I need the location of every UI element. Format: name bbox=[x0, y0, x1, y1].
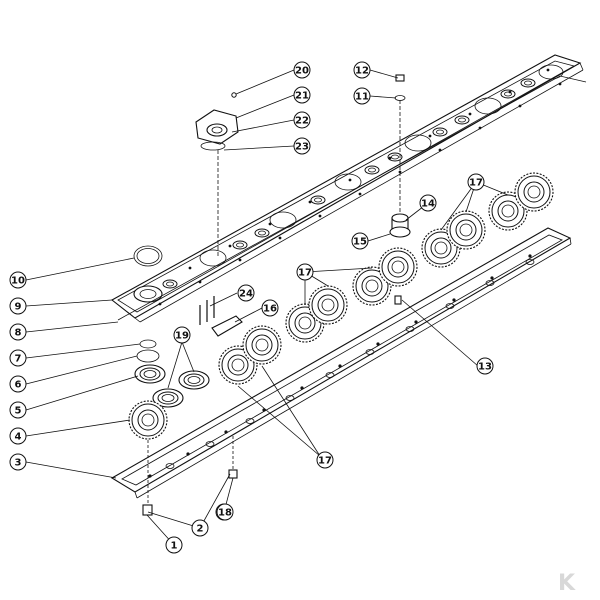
callout-17-bottom: 17 bbox=[316, 451, 334, 469]
gear-train bbox=[128, 172, 554, 440]
callout-17-mid: 17 bbox=[296, 263, 314, 281]
callout-10: 10 bbox=[9, 271, 27, 289]
svg-text:19: 19 bbox=[175, 331, 189, 342]
svg-text:15: 15 bbox=[353, 237, 367, 248]
callout-7: 7 bbox=[9, 349, 27, 367]
svg-text:22: 22 bbox=[295, 116, 309, 127]
brand-logo: K bbox=[558, 571, 576, 596]
callout-5: 5 bbox=[9, 401, 27, 419]
svg-text:11: 11 bbox=[355, 92, 369, 103]
svg-text:12: 12 bbox=[355, 66, 369, 77]
svg-text:17: 17 bbox=[469, 178, 483, 189]
callout-2: 2 bbox=[191, 519, 209, 537]
callout-23: 23 bbox=[293, 137, 311, 155]
svg-text:K: K bbox=[558, 571, 576, 596]
svg-text:14: 14 bbox=[421, 199, 435, 210]
svg-text:17: 17 bbox=[318, 456, 332, 467]
callout-9: 9 bbox=[9, 297, 27, 315]
top-unit bbox=[195, 92, 239, 258]
callout-6: 6 bbox=[9, 375, 27, 393]
svg-text:4: 4 bbox=[15, 432, 22, 443]
bottom-fasteners bbox=[142, 436, 238, 516]
svg-text:5: 5 bbox=[15, 406, 22, 417]
callout-18-visible: 18 bbox=[216, 503, 234, 521]
callout-22: 22 bbox=[293, 111, 311, 129]
callout-16: 16 bbox=[261, 299, 279, 317]
svg-text:6: 6 bbox=[15, 380, 22, 391]
svg-text:3: 3 bbox=[15, 458, 22, 469]
svg-text:24: 24 bbox=[239, 289, 253, 300]
svg-text:8: 8 bbox=[15, 328, 22, 339]
svg-text:17: 17 bbox=[298, 268, 312, 279]
svg-text:7: 7 bbox=[15, 354, 22, 365]
shaft-assembly bbox=[389, 74, 411, 305]
callout-8: 8 bbox=[9, 323, 27, 341]
callout-11: 11 bbox=[353, 87, 371, 105]
svg-text:16: 16 bbox=[263, 304, 277, 315]
callout-15: 15 bbox=[351, 232, 369, 250]
callout-4: 4 bbox=[9, 427, 27, 445]
callout-3-top: 3 bbox=[9, 453, 27, 471]
svg-text:20: 20 bbox=[295, 66, 309, 77]
svg-text:2: 2 bbox=[197, 524, 204, 535]
callout-21: 21 bbox=[293, 86, 311, 104]
upper-gasket bbox=[117, 75, 587, 321]
leader-lines bbox=[25, 69, 509, 546]
bracket-16 bbox=[199, 296, 243, 337]
callout-19: 19 bbox=[173, 326, 191, 344]
callout-24: 24 bbox=[237, 284, 255, 302]
callout-17-top: 17 bbox=[467, 173, 485, 191]
callout-13: 13 bbox=[476, 357, 494, 375]
callout-12: 12 bbox=[353, 61, 371, 79]
svg-text:18: 18 bbox=[218, 508, 232, 519]
callout-20: 20 bbox=[293, 61, 311, 79]
svg-text:23: 23 bbox=[295, 142, 309, 153]
lower-housing bbox=[110, 227, 572, 499]
svg-text:1: 1 bbox=[171, 541, 178, 552]
svg-text:9: 9 bbox=[15, 302, 22, 313]
upper-housing bbox=[111, 54, 584, 323]
svg-text:10: 10 bbox=[11, 276, 25, 287]
svg-text:13: 13 bbox=[478, 362, 492, 373]
svg-text:21: 21 bbox=[295, 91, 309, 102]
callout-14: 14 bbox=[419, 194, 437, 212]
callout-1: 1 bbox=[165, 536, 183, 554]
